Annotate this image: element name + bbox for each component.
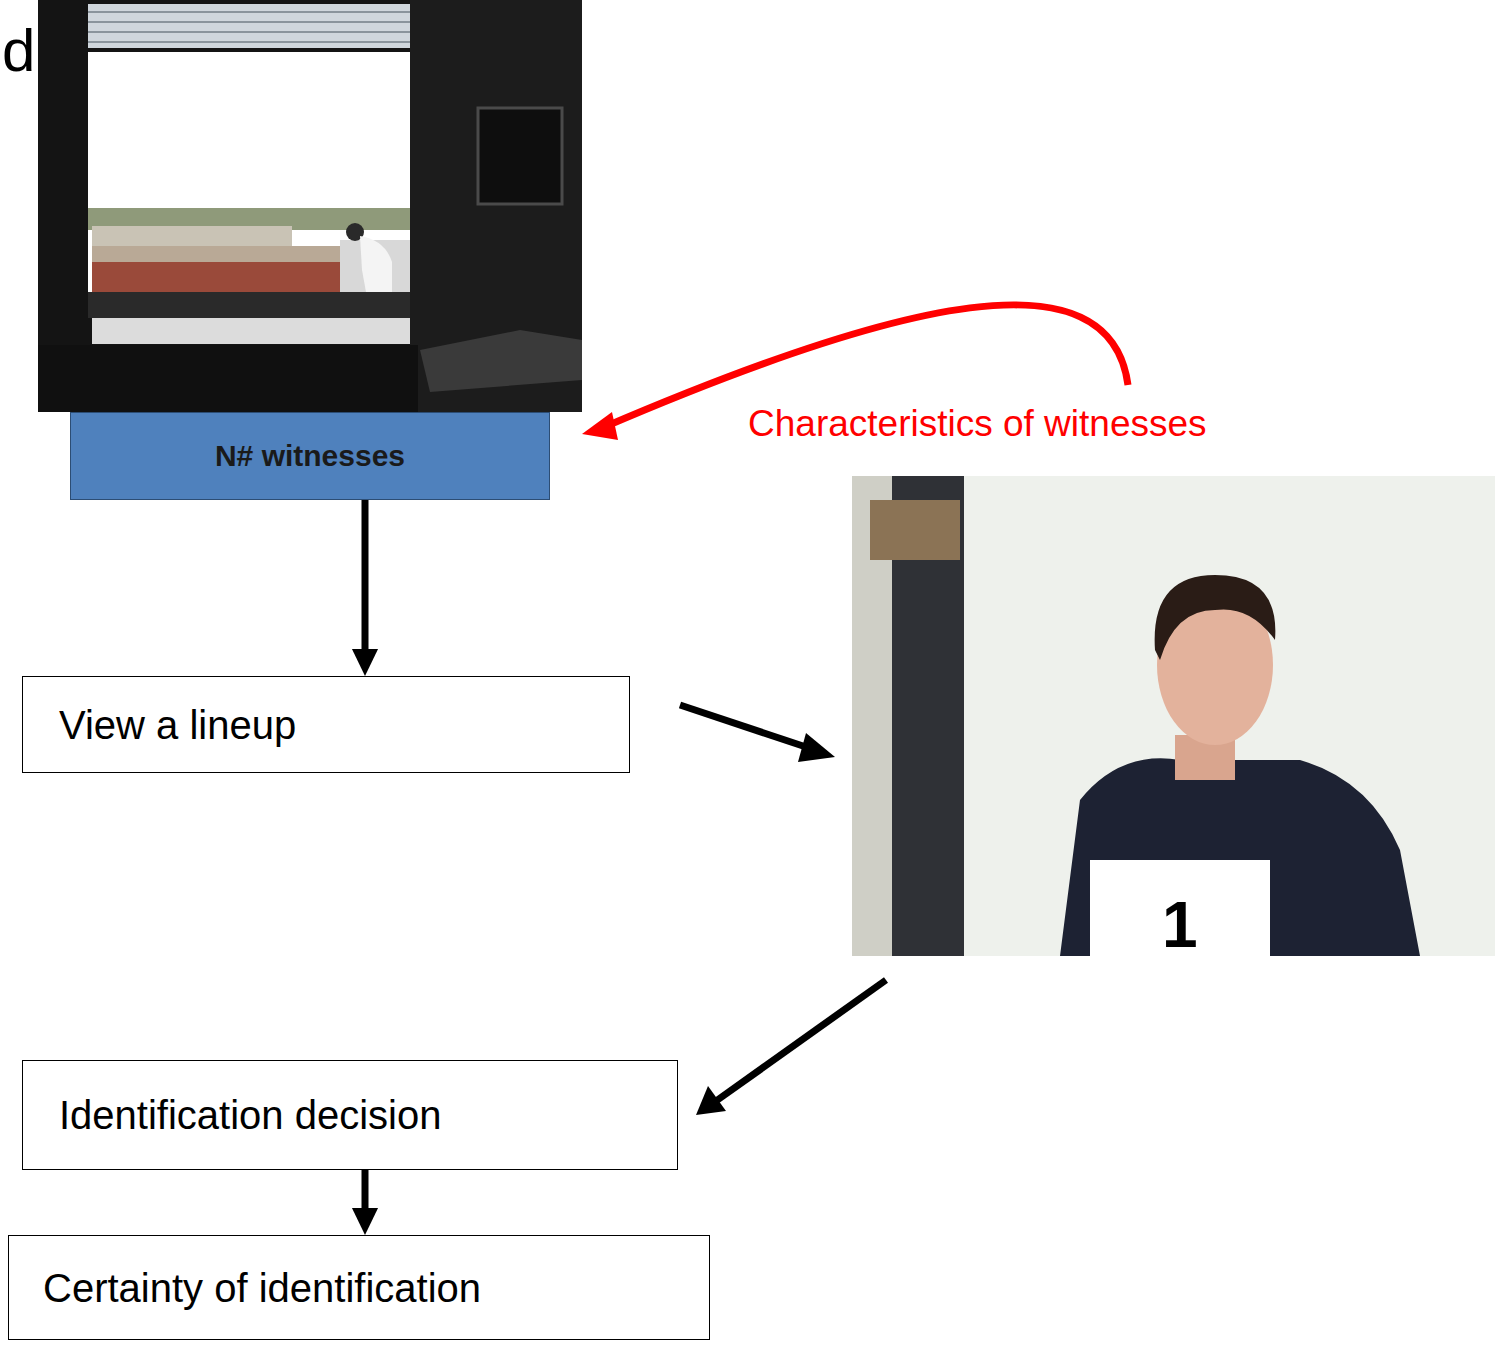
- frame: [870, 500, 960, 560]
- group-box: N# witnesses: [70, 412, 550, 500]
- arrowhead: [352, 1208, 378, 1235]
- arrowhead: [582, 412, 618, 440]
- box-label: N# witnesses: [215, 439, 405, 474]
- arrowhead: [798, 733, 835, 762]
- process-box: Identification decision: [22, 1060, 678, 1170]
- shirt: [1060, 758, 1420, 956]
- window-lower: [92, 318, 410, 344]
- wall-picture: [478, 108, 562, 204]
- window-blind: [88, 4, 414, 48]
- box-label: Identification decision: [59, 1092, 441, 1138]
- cut-text: d: [2, 18, 35, 84]
- blind-slats: [88, 12, 414, 42]
- arrowhead: [696, 1086, 726, 1115]
- box-label: View a lineup: [59, 702, 296, 748]
- photo-background: [38, 0, 582, 412]
- arrowhead: [352, 649, 378, 676]
- connector-arrow: [362, 1170, 369, 1217]
- wall: [410, 0, 582, 412]
- photo-background: [852, 476, 1495, 956]
- open-book: [420, 330, 582, 392]
- arrow-line: [716, 980, 886, 1101]
- rooftop: [92, 226, 292, 246]
- brick-building: [92, 262, 342, 292]
- desk: [38, 345, 418, 412]
- process-box: Certainty of identification: [8, 1235, 710, 1340]
- annotation: Characteristics of witnesses: [748, 404, 1207, 445]
- building-top: [92, 246, 342, 262]
- person-body: [360, 236, 392, 292]
- window-sill: [88, 292, 410, 318]
- hair: [1155, 575, 1276, 660]
- connector-arrow: [362, 500, 369, 658]
- lineup-number: 1: [1162, 890, 1198, 960]
- window-pane: [88, 52, 410, 292]
- process-box: View a lineup: [22, 676, 630, 773]
- box-label: Certainty of identification: [43, 1265, 481, 1311]
- arrow-line: [680, 705, 812, 749]
